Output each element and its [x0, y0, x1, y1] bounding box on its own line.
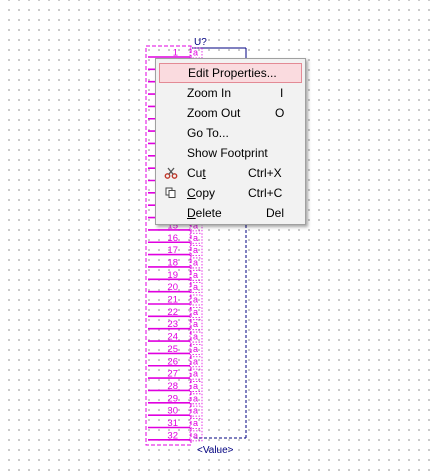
pin-20[interactable]: 20 a [148, 282, 203, 294]
pin-name: a [193, 356, 198, 366]
menu-item-edit-properties[interactable]: Edit Properties... [159, 63, 302, 83]
pin-name-box [189, 257, 203, 269]
pin-25[interactable]: 25 a [148, 343, 203, 355]
pin-name-box [189, 294, 203, 306]
menu-item-shortcut: Ctrl+C [248, 186, 283, 200]
pin-number: 15 [167, 220, 178, 231]
pin-name-box [189, 245, 203, 257]
menu-item-copy[interactable]: Copy Ctrl+C [156, 183, 305, 203]
pin-17[interactable]: 17 a [148, 245, 203, 257]
pin-number: 21 [167, 295, 178, 306]
pin-name: a [193, 344, 198, 354]
menu-item-delete[interactable]: Delete Del [156, 203, 305, 223]
pin-number: 22 [167, 307, 178, 318]
pin-name-box [189, 381, 203, 392]
pin-name: a [193, 332, 198, 342]
pin-name: a [193, 381, 198, 391]
menu-item-shortcut: O [275, 106, 285, 120]
pin-19[interactable]: 19 a [148, 269, 203, 281]
pin-number: 30 [167, 406, 178, 417]
menu-item-go-to[interactable]: Go To... [156, 123, 305, 143]
pin-number: 28 [167, 381, 178, 392]
pin-name-box [189, 418, 203, 429]
pin-name-box [189, 331, 203, 343]
pin-number: 29 [167, 393, 178, 404]
menu-item-label: Copy [187, 186, 216, 200]
pin-name: a [193, 48, 198, 58]
menu-item-shortcut: I [280, 86, 284, 100]
pin-name: a [193, 270, 198, 280]
copy-icon [165, 187, 176, 198]
pin-name-box [189, 393, 203, 405]
pin-name: a [193, 418, 198, 428]
pin-name: a [193, 406, 198, 416]
pin-22[interactable]: 22 a [148, 306, 203, 318]
component-value[interactable]: <Value> [197, 445, 234, 456]
menu-item-show-footprint[interactable]: Show Footprint [156, 143, 305, 163]
pin-name-box [189, 405, 203, 417]
menu-item-label: Zoom Out [187, 106, 241, 120]
menu-item-cut[interactable]: Cut Ctrl+X [156, 163, 305, 183]
pin-number: 23 [167, 319, 178, 330]
pin-21[interactable]: 21 a [148, 294, 203, 306]
pin-name: a [193, 233, 198, 243]
pin-18[interactable]: 18 a [148, 257, 203, 269]
pin-name: a [193, 393, 198, 403]
pin-number: 18 [167, 257, 178, 268]
menu-item-label: Edit Properties... [188, 66, 277, 80]
pin-name-box [189, 356, 203, 368]
pin-32[interactable]: 32 a [148, 430, 203, 442]
pin-name-box [189, 368, 203, 380]
pin-number: 32 [167, 430, 178, 441]
pin-24[interactable]: 24 a [148, 331, 203, 343]
pin-name-box [189, 319, 203, 331]
pin-31[interactable]: 31 a [148, 418, 203, 429]
pin-name: a [193, 369, 198, 379]
menu-item-zoom-out[interactable]: Zoom Out O [156, 103, 305, 123]
pin-name-box [189, 343, 203, 355]
pin-23[interactable]: 23 a [148, 319, 203, 331]
pin-number: 24 [167, 332, 178, 343]
pin-29[interactable]: 29 a [148, 393, 203, 405]
pin-name-box [189, 282, 203, 294]
menu-item-shortcut: Del [266, 206, 285, 220]
pin-26[interactable]: 26 a [148, 356, 203, 368]
pin-16[interactable]: 16 a [148, 232, 203, 244]
menu-item-label: Cut [187, 166, 206, 180]
context-menu[interactable]: Edit Properties... Zoom In I Zoom Out O … [155, 58, 306, 225]
pin-name-box [189, 306, 203, 318]
menu-item-shortcut: Ctrl+X [248, 166, 282, 180]
menu-item-label: Delete [187, 206, 222, 220]
pin-number: 1 [173, 48, 178, 59]
component-reference[interactable]: U? [194, 37, 207, 48]
pin-27[interactable]: 27 a [148, 368, 203, 380]
pin-number: 27 [167, 369, 178, 380]
pin-number: 26 [167, 356, 178, 367]
menu-item-zoom-in[interactable]: Zoom In I [156, 83, 305, 103]
pin-name-box [189, 430, 203, 442]
pin-name: a [193, 245, 198, 255]
pin-30[interactable]: 30 a [148, 405, 203, 417]
menu-item-label: Show Footprint [187, 146, 268, 160]
pin-number: 31 [167, 418, 178, 429]
pin-name-box [189, 232, 203, 244]
pin-name: a [193, 307, 198, 317]
scissors-icon [164, 167, 178, 179]
pin-name-box [189, 269, 203, 281]
pin-number: 16 [167, 233, 178, 244]
pin-name: a [193, 220, 198, 230]
menu-item-label: Go To... [187, 126, 229, 140]
pin-name: a [193, 295, 198, 305]
pin-28[interactable]: 28 a [148, 381, 203, 392]
pin-name: a [193, 282, 198, 292]
pin-name: a [193, 430, 198, 440]
pin-name: a [193, 319, 198, 329]
pin-number: 20 [167, 282, 178, 293]
pin-name: a [193, 257, 198, 267]
menu-item-label: Zoom In [187, 86, 232, 100]
pin-number: 17 [167, 245, 178, 256]
pin-number: 19 [167, 270, 178, 281]
pin-number: 25 [167, 344, 178, 355]
